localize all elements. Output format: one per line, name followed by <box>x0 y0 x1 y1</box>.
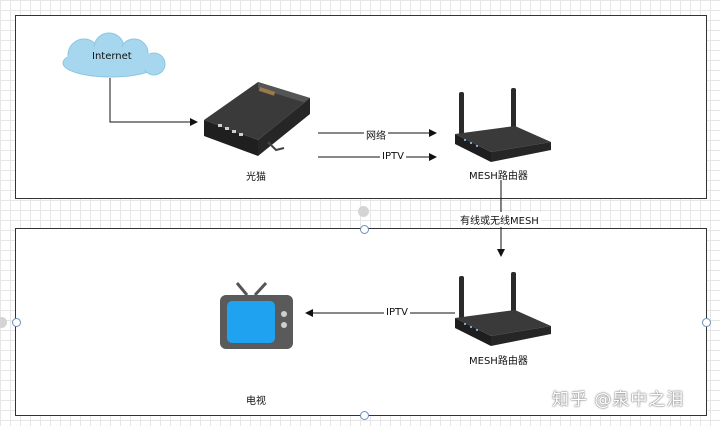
mesh-link-label: 有线或无线MESH <box>458 212 541 227</box>
router-bottom-label: MESH路由器 <box>469 356 528 367</box>
modem-label: 光猫 <box>246 172 266 183</box>
router-bottom-icon[interactable] <box>453 270 553 350</box>
iptv-bottom-edge-label: IPTV <box>384 307 410 318</box>
iptv-top-edge-label: IPTV <box>380 151 406 162</box>
frame-handle-bottom[interactable] <box>360 411 369 420</box>
lower-group-frame[interactable] <box>15 228 707 416</box>
cloud-icon[interactable] <box>54 32 169 81</box>
modem-icon[interactable] <box>198 80 318 162</box>
cloud-label: Internet <box>92 51 132 62</box>
frame-handle-left[interactable] <box>12 318 21 327</box>
router-top-label: MESH路由器 <box>469 171 528 182</box>
watermark: 知乎 @泉中之泪 <box>552 390 685 410</box>
tv-label: 电视 <box>246 396 266 407</box>
frame-handle-top[interactable] <box>360 225 369 234</box>
side-connector-icon[interactable] <box>0 317 7 328</box>
router-top-icon[interactable] <box>453 86 553 166</box>
net-edge-label: 网络 <box>364 127 388 142</box>
internet-to-modem-edge[interactable] <box>109 78 198 126</box>
frame-handle-right[interactable] <box>702 318 711 327</box>
tv-icon[interactable] <box>219 281 295 351</box>
add-connector-icon[interactable] <box>358 206 369 217</box>
